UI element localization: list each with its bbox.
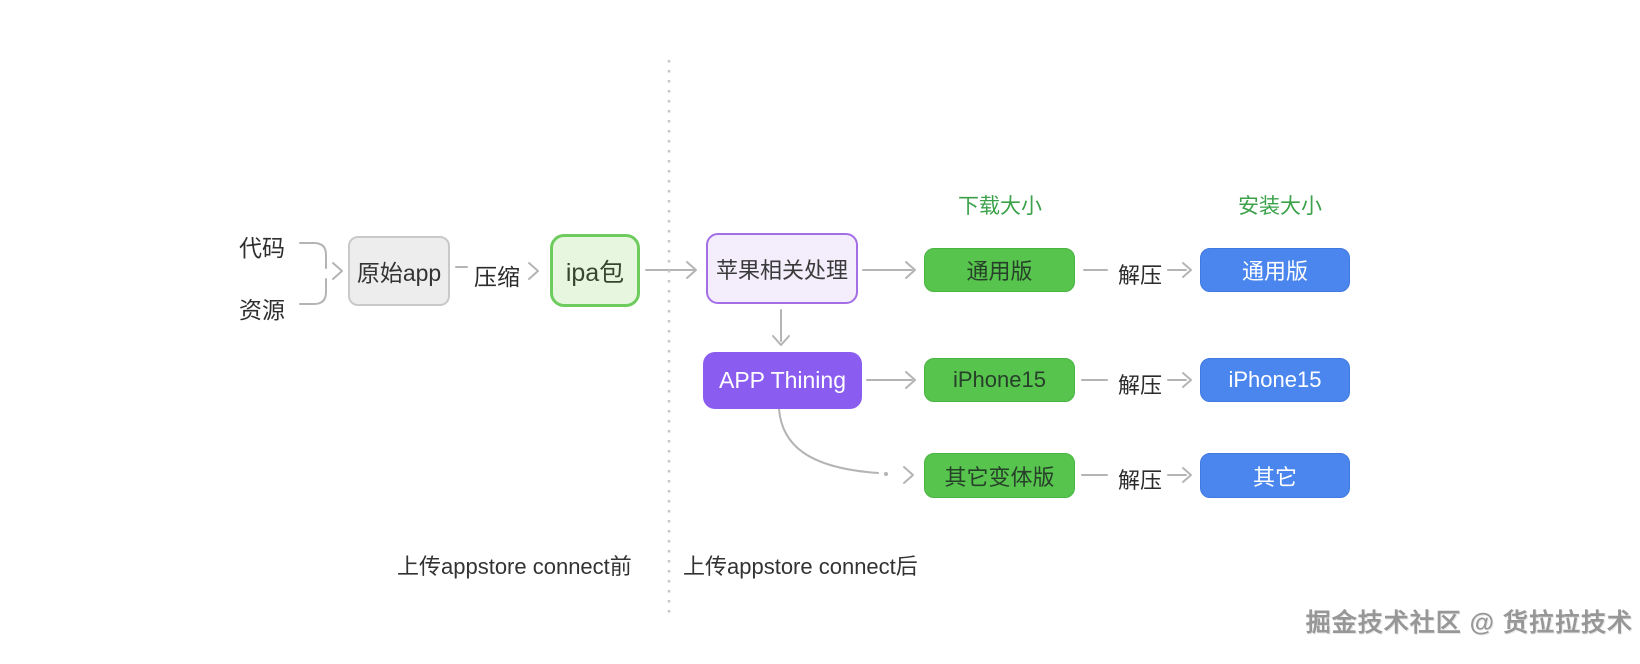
node-ipa-package: ipa包	[550, 234, 640, 307]
arrow-apple-to-universal	[905, 261, 916, 279]
install-node-iphone15: iPhone15	[1200, 358, 1350, 402]
bracket-bottom-branch	[299, 278, 327, 305]
node-app-thinning: APP Thining	[703, 352, 862, 409]
arrow-compress-to-ipa	[528, 262, 539, 280]
arrow-thinning-to-variant	[903, 466, 914, 484]
arrow-apple-to-thinning	[772, 335, 790, 346]
input-label-code: 代码	[239, 235, 285, 261]
column-header-download-size: 下载大小	[958, 195, 1042, 218]
arrow-row3-unzip	[1182, 467, 1192, 483]
curve-thinning-to-variant	[778, 408, 879, 474]
download-node-universal: 通用版	[924, 248, 1075, 292]
install-node-universal: 通用版	[1200, 248, 1350, 292]
caption-after-upload: 上传appstore connect后	[683, 554, 918, 579]
curve-dot	[884, 472, 888, 476]
arrow-row1-unzip	[1182, 262, 1192, 278]
arrow-row2-unzip	[1182, 372, 1192, 388]
arrow-into-original-app	[332, 262, 343, 280]
install-node-other: 其它	[1200, 453, 1350, 498]
node-original-app: 原始app	[348, 236, 450, 306]
edge-label-compress: 压缩	[474, 264, 520, 290]
edge-label-unzip-row2: 解压	[1117, 373, 1162, 398]
arrow-thinning-to-iphone	[905, 371, 916, 389]
caption-before-upload: 上传appstore connect前	[397, 554, 632, 579]
edge-label-unzip-row3: 解压	[1117, 468, 1162, 493]
download-node-other-variant: 其它变体版	[924, 453, 1075, 498]
node-apple-processing: 苹果相关处理	[706, 233, 858, 304]
input-label-resources: 资源	[239, 297, 285, 323]
download-node-iphone15: iPhone15	[924, 358, 1075, 402]
watermark-text: 掘金技术社区 @ 货拉拉技术	[1305, 609, 1633, 637]
arrow-ipa-to-apple	[686, 261, 697, 279]
column-header-install-size: 安装大小	[1238, 195, 1322, 218]
bracket-top-branch	[299, 242, 327, 269]
edge-label-unzip-row1: 解压	[1117, 263, 1162, 288]
